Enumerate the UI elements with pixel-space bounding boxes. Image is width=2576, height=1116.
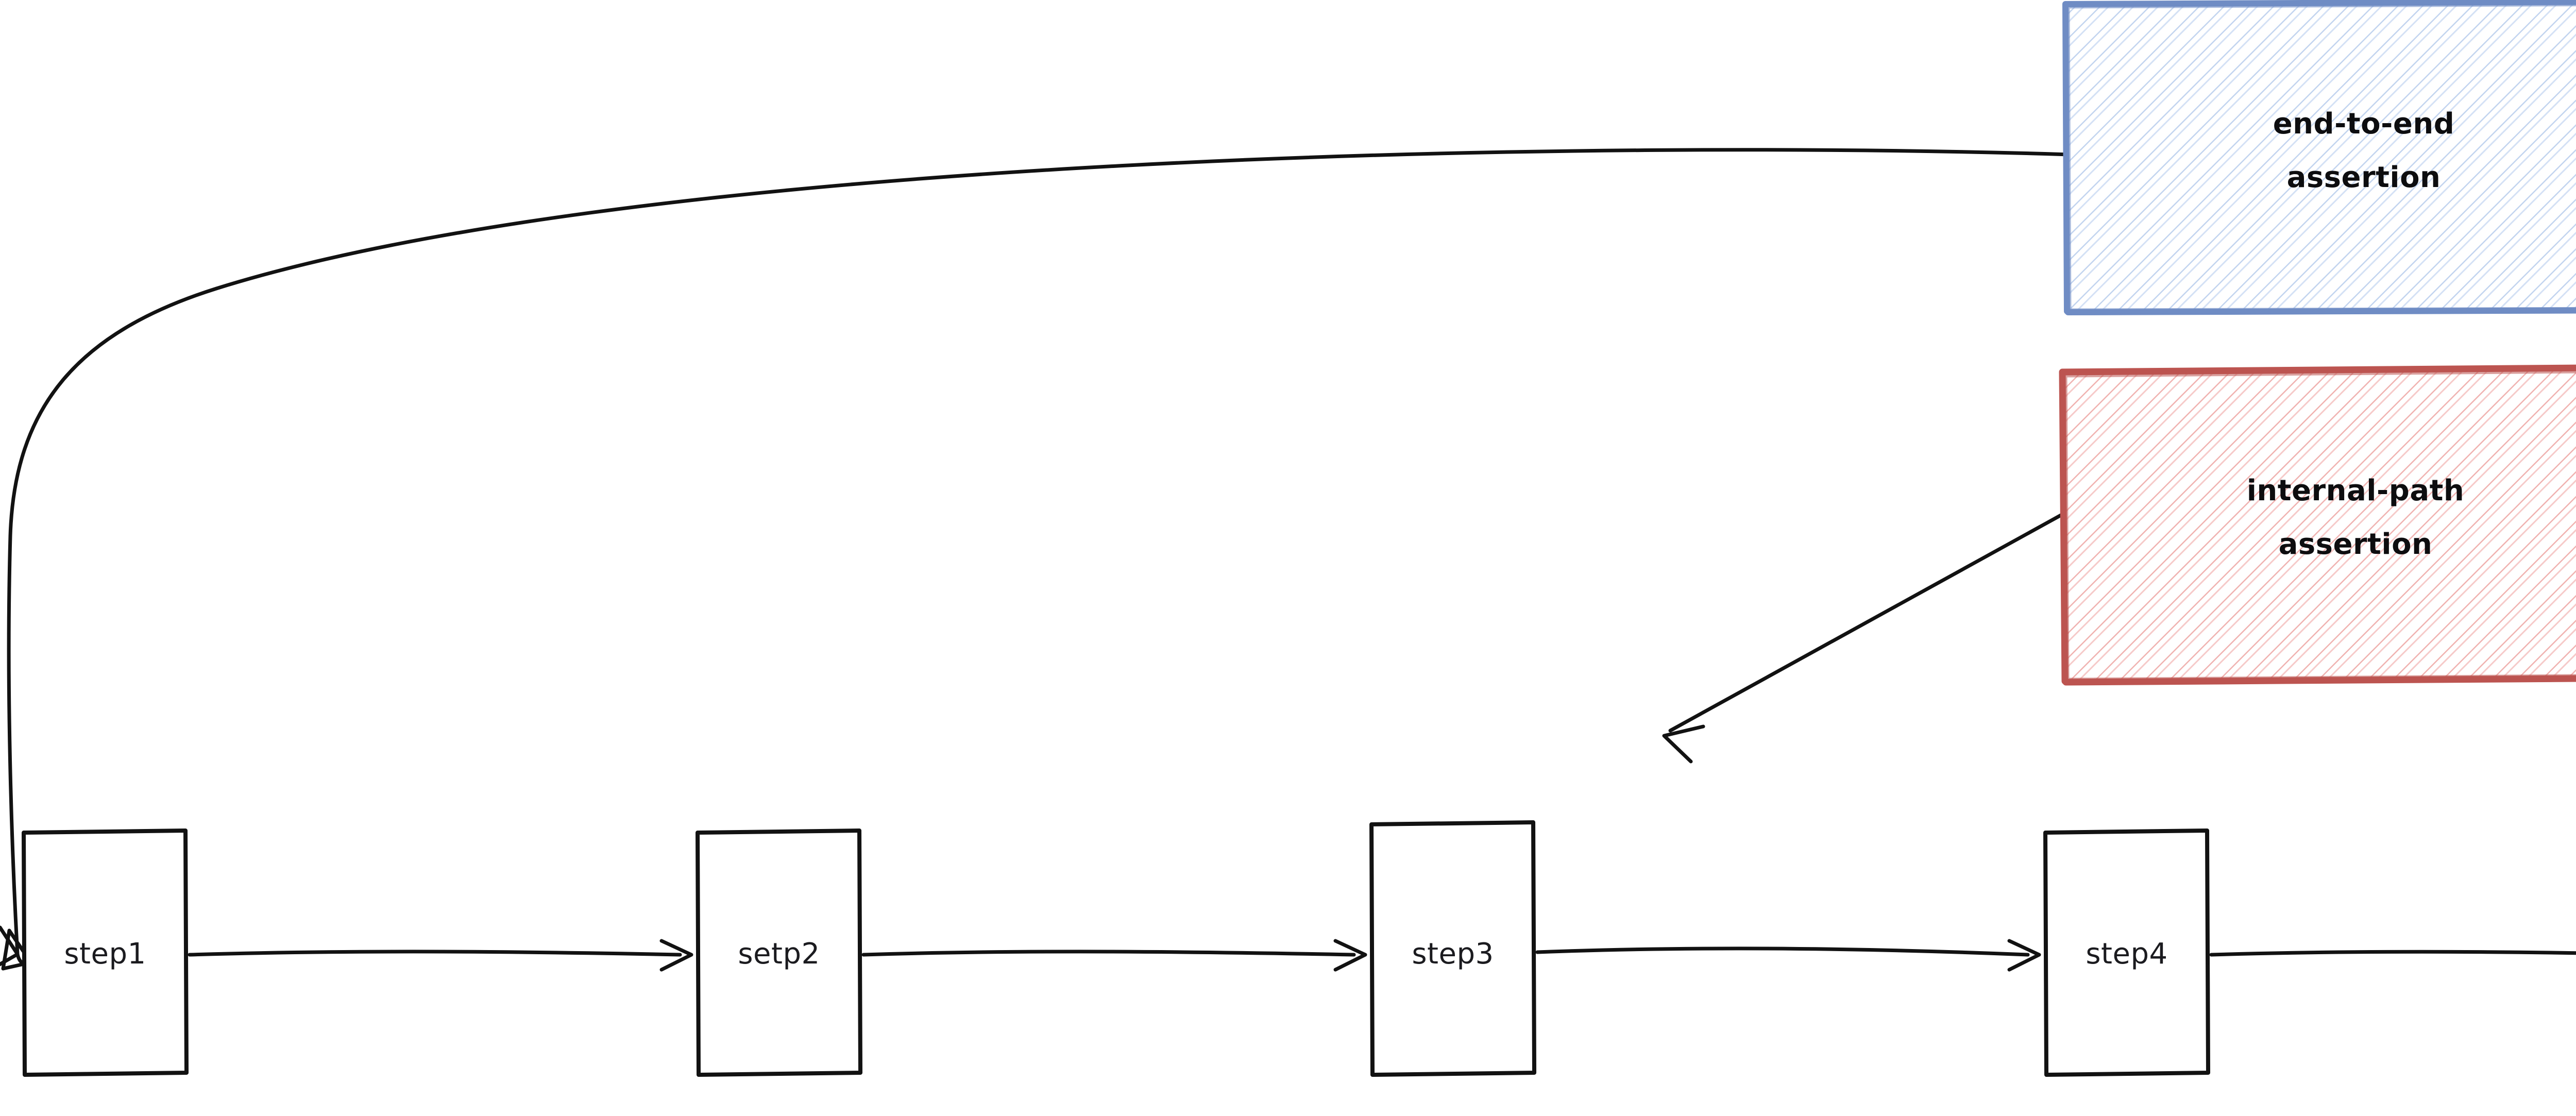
edge-internal-path-to-step3 xyxy=(1662,513,2063,764)
internal-path-assertion-box[interactable]: internal-path assertion xyxy=(2059,364,2576,686)
edge-step3-to-step4 xyxy=(1535,939,2041,972)
step3-rect xyxy=(1369,820,1536,1077)
internal-path-assertion-border xyxy=(2059,364,2576,686)
edge-end-to-end-to-step1 xyxy=(0,148,2104,971)
step-node-step4[interactable]: step4 xyxy=(2043,828,2210,1077)
end-to-end-assertion-hatch xyxy=(2066,1,2576,312)
step-node-step1[interactable]: step1 xyxy=(22,828,189,1077)
end-to-end-assertion-border xyxy=(2062,0,2576,315)
step3-label: step3 xyxy=(1412,937,1494,971)
internal-path-assertion-hatch xyxy=(2063,367,2576,682)
step4-label: step4 xyxy=(2086,937,2167,971)
end-to-end-assertion-box[interactable]: end-to-end assertion xyxy=(2062,0,2576,315)
internal-path-assertion-label-line1: internal-path xyxy=(2247,474,2465,508)
step-node-step2[interactable]: setp2 xyxy=(696,828,862,1077)
edge-step4-to-step5 xyxy=(2209,950,2576,957)
step1-label: step1 xyxy=(64,937,146,971)
internal-path-assertion-label-line2: assertion xyxy=(2279,528,2433,561)
step2-label: setp2 xyxy=(738,937,820,971)
end-to-end-assertion-label-line1: end-to-end xyxy=(2273,107,2455,141)
step1-rect xyxy=(22,828,189,1077)
end-to-end-assertion-label-line2: assertion xyxy=(2287,161,2441,194)
end-to-end-assertion-border-wobble xyxy=(2067,4,2576,311)
step4-rect xyxy=(2043,828,2210,1077)
edge-step1-to-step2 xyxy=(188,939,693,972)
step-node-step3[interactable]: step3 xyxy=(1369,820,1536,1077)
step2-rect xyxy=(696,828,862,1077)
internal-path-assertion-border-wobble xyxy=(2064,370,2576,681)
edge-step2-to-step3 xyxy=(861,939,1367,972)
